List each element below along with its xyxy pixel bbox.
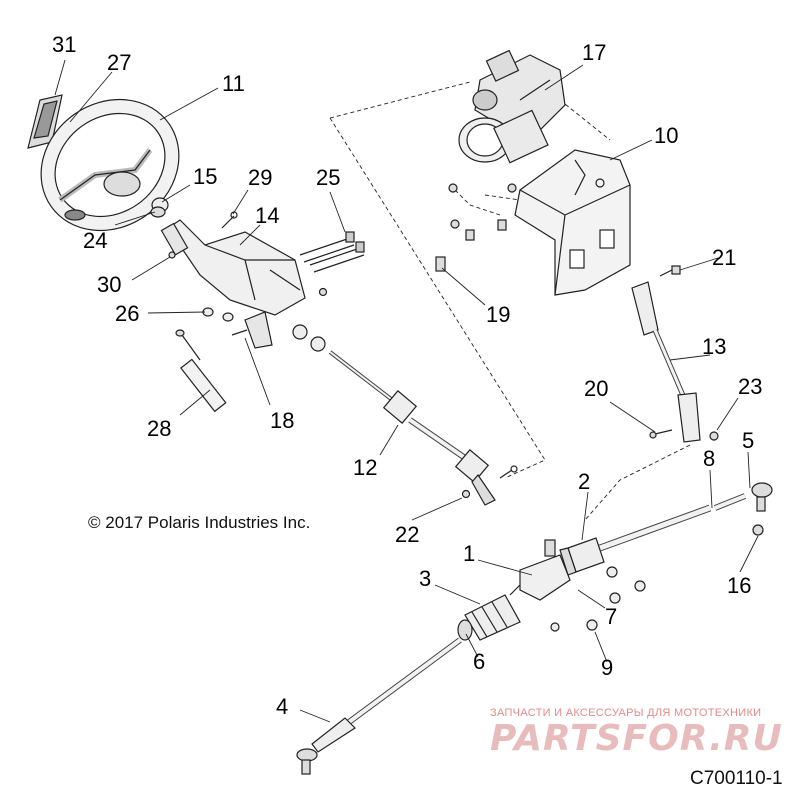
part-fastener-c [450,219,460,229]
part-nut-small [318,287,328,297]
part-nut-rack-b [609,592,621,604]
copyright-notice: © 2017 Polaris Industries Inc. [88,513,311,532]
part-21-bolt [659,265,681,277]
callout-8: 8 [703,446,716,471]
callout-17: 17 [582,40,607,65]
part-2-steering-rack [509,504,712,601]
part-18-pivot-bracket [231,311,273,349]
part-26-nut-b [222,312,234,322]
callout-14: 14 [255,203,280,228]
callout-7: 7 [605,604,618,629]
callout-30: 30 [97,272,122,297]
part-5-tie-rod-end [713,482,773,512]
part-28-gas-strut [175,329,227,413]
callout-6: 6 [473,649,486,674]
part-14-mount-bracket [160,219,306,316]
callout-5: 5 [742,428,755,453]
part-10-eps-bracket [514,149,631,296]
part-24-ring [150,206,166,218]
part-17-eps-unit [458,49,566,164]
part-19-bolt [435,256,446,272]
part-fastener-a [448,183,458,193]
callout-22: 22 [395,522,420,547]
part-16-nut [752,524,764,536]
part-7-nut [606,566,618,578]
part-fastener-e [497,219,507,231]
callout-1: 1 [463,541,476,566]
watermark-logo: PARTSFOR.RU [490,718,783,759]
part-22-nut [461,489,471,499]
part-11-steering-wheel [40,98,180,232]
callout-3: 3 [419,566,432,591]
part-23-nut [709,431,719,441]
callout-20: 20 [584,376,609,401]
part-9-nut [586,619,598,631]
callout-16: 16 [727,573,752,598]
callout-11: 11 [222,71,245,96]
part-12-intermediate-shaft [328,350,496,506]
callout-2: 2 [578,469,591,494]
leader-lines [54,59,759,723]
part-6-clamp [457,619,473,641]
callout-15: 15 [193,164,218,189]
callout-31: 31 [52,32,77,57]
callout-29: 29 [248,165,273,190]
part-4-tie-rod-end [296,717,356,775]
part-13-lower-shaft [631,281,701,443]
part-20-bolt [649,429,673,439]
part-29-bolt [221,211,238,229]
part-bushing-a [292,324,308,340]
callout-12: 12 [353,455,378,480]
callout-21: 21 [712,245,737,270]
part-3-boot [464,594,521,641]
figure-id: C700110-1 [690,768,783,789]
part-bushing-b [310,336,326,352]
part-25-bolts [299,231,365,273]
callout-23: 23 [738,374,763,399]
part-bolt-12 [499,465,518,479]
part-fastener-b [507,183,517,193]
part-fastener-d [465,229,475,241]
callout-27: 27 [107,50,132,75]
watermark-tagline: ЗАПЧАСТИ И АКСЕССУАРЫ ДЛЯ МОТОТЕХНИКИ [490,707,762,719]
callout-19: 19 [486,302,511,327]
callout-24: 24 [83,228,108,253]
callout-4: 4 [276,694,289,719]
callout-18: 18 [270,408,295,433]
part-nut-rack-a [634,580,646,592]
callout-13: 13 [702,334,727,359]
callout-10: 10 [654,123,679,148]
part-nut-rack-c [550,622,560,632]
callout-25: 25 [316,165,341,190]
callout-28: 28 [147,416,172,441]
callout-26: 26 [115,301,140,326]
callout-9: 9 [601,655,614,680]
